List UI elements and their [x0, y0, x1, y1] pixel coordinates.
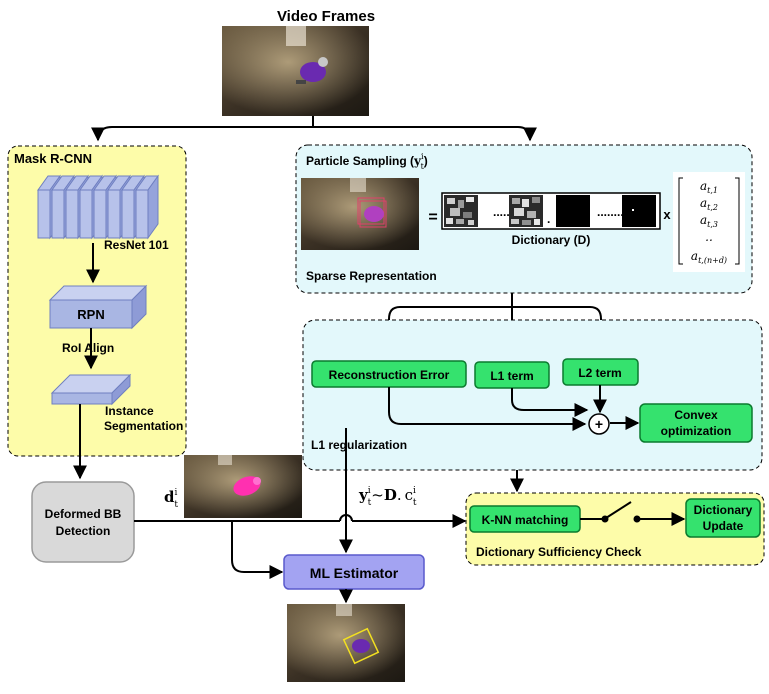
rpn-box [48, 284, 148, 330]
coefficient-vector: at,1at,2at,3.. at,(n+d) [673, 172, 745, 272]
terms-to-sum-arrows [388, 385, 640, 431]
svg-text:Detection: Detection [56, 524, 111, 538]
l2-term-box: L2 term [562, 358, 639, 386]
svg-text:Dictionary: Dictionary [694, 503, 753, 517]
svg-text:.: . [547, 212, 550, 226]
vector-entry: at,1 [700, 179, 718, 195]
dictionary-update-box: Dictionary Update [685, 498, 761, 538]
svg-text:optimization: optimization [661, 424, 732, 438]
l1-regularization-label: L1 regularization [311, 438, 407, 452]
resnet-stack [37, 174, 159, 240]
resnet-label: ResNet 101 [104, 238, 169, 252]
svg-text:Update: Update [703, 519, 744, 533]
svg-text:Deformed BB: Deformed BB [45, 507, 122, 521]
times-sign: x [663, 207, 671, 222]
svg-text:+: + [595, 416, 603, 432]
convex-optimization-box: Convex optimization [639, 403, 753, 443]
deformed-bb-detection-box: Deformed BB Detection [31, 481, 135, 563]
dictionary-check-label: Dictionary Sufficiency Check [476, 545, 642, 559]
svg-text:L2 term: L2 term [578, 366, 621, 380]
output-image [287, 604, 405, 682]
l1-term-box: L1 term [474, 361, 550, 389]
video-frames-title: Video Frames [277, 8, 375, 25]
svg-text:Convex: Convex [674, 408, 718, 422]
svg-text:ML Estimator: ML Estimator [310, 565, 399, 581]
rpn-label: RPN [77, 307, 104, 322]
svg-text:K-NN matching: K-NN matching [482, 513, 569, 527]
svg-text:.........: ......... [597, 205, 627, 219]
knn-switch [580, 501, 686, 526]
dictionary-matrix: ......... . ......... [441, 192, 661, 230]
instance-label-line1: Instance [105, 404, 154, 418]
knn-matching-box: K-NN matching [469, 505, 581, 533]
particle-image [301, 178, 419, 250]
instance-segmentation-slab [50, 373, 132, 406]
vector-entry: at,2 [700, 196, 718, 212]
frame-distribution-arrows [91, 116, 537, 142]
equals-sign: = [428, 209, 437, 226]
svg-text:L1 term: L1 term [490, 369, 533, 383]
instance-label-line2: Segmentation [104, 419, 183, 433]
reconstruction-error-box: Reconstruction Error [311, 360, 467, 388]
roi-align-label: RoI Align [62, 341, 114, 355]
svg-text:Reconstruction Error: Reconstruction Error [329, 368, 450, 382]
ml-estimator-box: ML Estimator [283, 554, 425, 590]
deformed-image [184, 455, 302, 518]
sum-node: + [588, 413, 610, 435]
mask-rcnn-title: Mask R-CNN [14, 151, 92, 166]
sparse-representation-label: Sparse Representation [306, 269, 437, 283]
vector-entry: at,3 [700, 213, 718, 229]
vector-entry: at,(n+d) [691, 249, 727, 265]
dictionary-label: Dictionary (D) [512, 233, 591, 247]
video-frame-image [222, 26, 369, 116]
vector-entry: .. [705, 230, 713, 244]
